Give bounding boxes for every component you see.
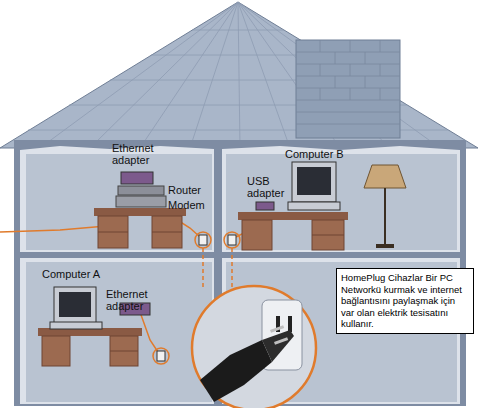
plug-closeup-part (200, 340, 272, 402)
roof-part-part (238, 2, 240, 148)
chimney-part-part (320, 40, 321, 52)
lamp-part (364, 165, 406, 188)
house-walls-part (222, 146, 460, 252)
device-label: Modem (168, 199, 218, 211)
upper-left-desk-part (152, 216, 182, 248)
lower-left-desk-part (42, 336, 70, 366)
router-modem-part (121, 172, 153, 184)
roof-part-part (238, 2, 440, 148)
upper-right-desk-part (312, 235, 344, 236)
chimney-part-part (296, 124, 400, 125)
upper-right-desk-part (238, 212, 348, 220)
computer-label: Computer A (42, 268, 122, 280)
computer-b-part (256, 202, 274, 210)
power-outlets-part (224, 232, 240, 248)
wiring-part (202, 248, 204, 290)
chimney-part-part (365, 76, 366, 88)
computer-a-part (50, 322, 102, 329)
chimney-part-part (380, 40, 381, 52)
chimney-part-part (296, 52, 400, 53)
chimney-part-part (296, 88, 400, 89)
chimney (296, 40, 400, 138)
power-outlets-part (153, 348, 169, 364)
chimney-part-part (320, 88, 321, 100)
chimney-part-part (296, 76, 400, 77)
chimney-part (296, 40, 400, 138)
wiring-part (231, 248, 233, 290)
roof-part-part (190, 2, 238, 148)
chimney-part-part (350, 88, 351, 100)
plug-closeup (192, 286, 316, 408)
chimney-part-part (320, 64, 321, 76)
computer-a-part (59, 292, 91, 317)
roof-part (28, 2, 448, 148)
upper-right-desk-part (312, 220, 344, 250)
house-walls-part (20, 258, 214, 404)
chimney-part-part (380, 88, 381, 100)
callout-box: HomePlug Cihazlar Bir PC Networkü kurmak… (336, 268, 474, 334)
chimney-part-part (350, 40, 351, 52)
lower-left-desk-part (110, 336, 138, 366)
house-walls-part (26, 262, 212, 402)
plug-closeup-part (288, 316, 292, 332)
lamp-part (376, 244, 394, 248)
power-outlets-part (228, 235, 236, 245)
roof-part-part (40, 2, 238, 148)
lower-left-desk-part (110, 351, 138, 352)
upper-left-desk-part (98, 216, 128, 248)
lamp (364, 165, 406, 248)
callout-text: HomePlug Cihazlar Bir PC Networkü kurmak… (341, 272, 469, 330)
plug-closeup-part (262, 330, 294, 362)
roof-part-part (238, 2, 290, 148)
chimney-part-part (335, 76, 336, 88)
chimney-part-part (350, 64, 351, 76)
device-label: USB adapter (247, 175, 293, 199)
device-label: Ethernet adapter (106, 288, 158, 312)
chimney-part-part (296, 100, 400, 101)
computer-label: Computer B (285, 148, 365, 160)
chimney-part-part (380, 64, 381, 76)
computer-b-part (292, 162, 336, 202)
device-label: Ethernet adapter (112, 142, 164, 166)
roof-part-part (140, 2, 238, 148)
roof (0, 2, 478, 148)
power-outlets-part (199, 235, 207, 245)
router-modem (116, 172, 166, 207)
roof-part-part (90, 2, 238, 148)
upper-left-desk (94, 208, 186, 248)
roof-part (0, 2, 478, 148)
upper-right-desk-part (242, 220, 272, 250)
router-modem-part (116, 196, 166, 207)
wiring-part (140, 312, 158, 352)
chimney-part-part (296, 112, 400, 113)
computer-b-part (297, 167, 331, 195)
chimney-part-part (335, 52, 336, 64)
chimney-part (296, 40, 400, 124)
upper-left-desk-part (98, 232, 128, 233)
plug-closeup-part (192, 286, 316, 408)
chimney-part-part (296, 64, 400, 65)
computer-a-part (54, 287, 96, 323)
power-outlets-part (195, 232, 211, 248)
power-outlets-part (157, 351, 165, 361)
upper-left-desk-part (152, 232, 182, 233)
lamp-part (384, 188, 386, 246)
computer-b-part (288, 202, 340, 210)
lower-left-desk (38, 328, 142, 366)
plug-closeup-part (274, 337, 288, 345)
device-label: Router (168, 184, 218, 196)
house-walls-part (226, 154, 457, 250)
plug-closeup-part (270, 325, 284, 333)
upper-right-desk (238, 212, 348, 250)
router-modem-part (118, 186, 164, 195)
chimney-part-part (365, 52, 366, 64)
